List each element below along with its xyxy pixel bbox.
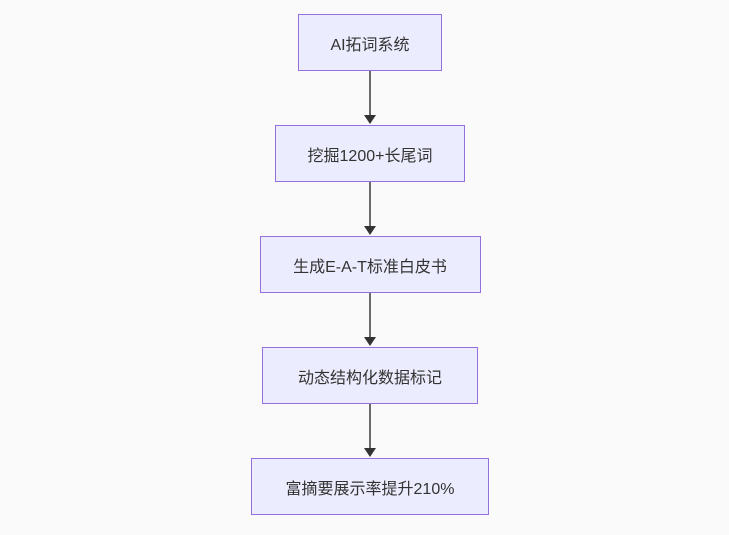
flow-node-rich-snippet-rate: 富摘要展示率提升210% — [251, 458, 489, 515]
flow-node-longtail-keywords: 挖掘1200+长尾词 — [275, 125, 465, 182]
flow-node-label: 富摘要展示率提升210% — [285, 480, 455, 498]
edge-line — [369, 182, 371, 227]
flow-node-label: 挖掘1200+长尾词 — [307, 147, 433, 165]
flow-node-label: 动态结构化数据标记 — [297, 369, 442, 387]
flow-node-eat-whitepaper: 生成E-A-T标准白皮书 — [259, 236, 481, 293]
edge-line — [369, 293, 371, 338]
edge-line — [369, 71, 371, 116]
flow-edge-3 — [364, 293, 376, 347]
flow-node-ai-expand-system: AI拓词系统 — [298, 14, 442, 71]
flow-edge-1 — [364, 71, 376, 125]
arrow-down-icon — [364, 226, 376, 235]
flow-edge-4 — [364, 404, 376, 458]
flow-node-structured-data: 动态结构化数据标记 — [262, 347, 478, 404]
arrow-down-icon — [364, 448, 376, 457]
edge-line — [369, 404, 371, 449]
flowchart-column: AI拓词系统 挖掘1200+长尾词 生成E-A-T标准白皮书 动态结构化数据标记 — [251, 14, 489, 515]
flow-node-label: 生成E-A-T标准白皮书 — [293, 258, 447, 276]
arrow-down-icon — [364, 337, 376, 346]
arrow-down-icon — [364, 115, 376, 124]
flow-edge-2 — [364, 182, 376, 236]
flow-node-label: AI拓词系统 — [330, 36, 410, 54]
